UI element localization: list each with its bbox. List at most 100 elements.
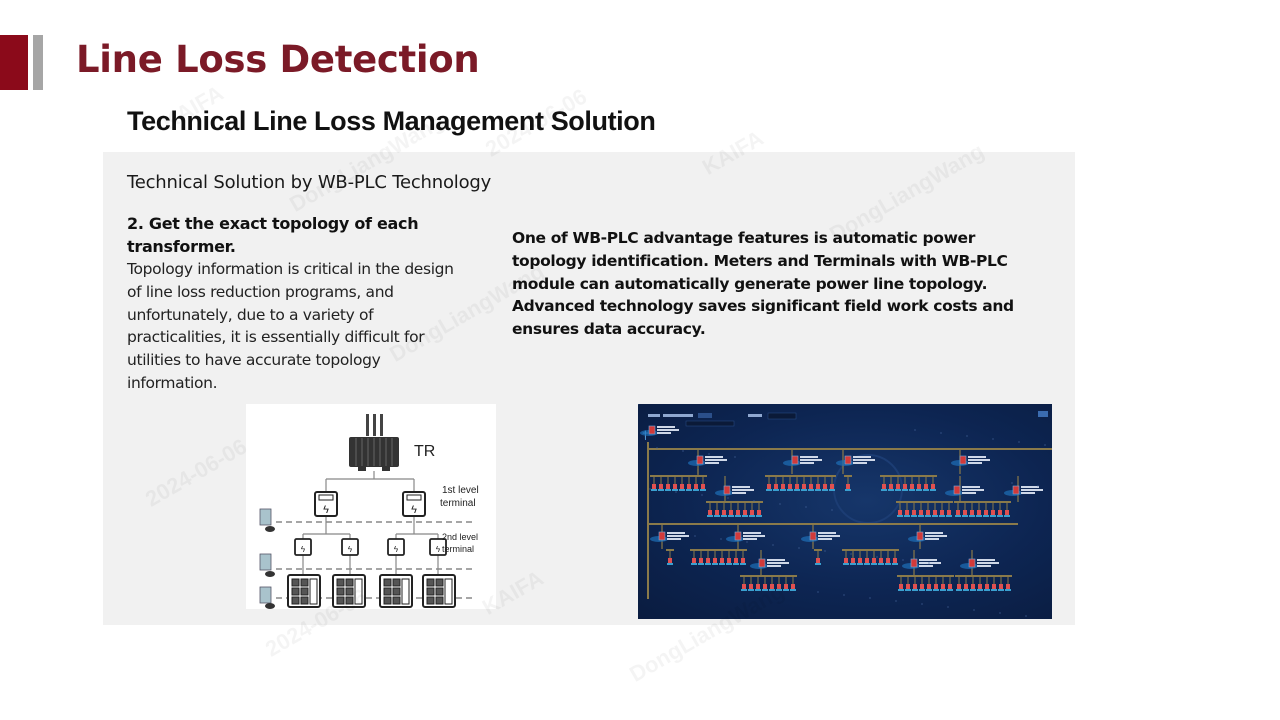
meter-base <box>829 489 835 491</box>
meter-base <box>714 515 720 517</box>
star-dot <box>694 535 696 537</box>
meter-icon <box>858 558 862 563</box>
meter-base <box>769 589 775 591</box>
meter-base <box>940 589 946 591</box>
meter-base <box>919 589 925 591</box>
meter-base <box>932 515 938 517</box>
star-dot <box>824 550 826 552</box>
node-label <box>667 535 689 537</box>
meter-base <box>845 489 851 491</box>
meter-icon <box>741 558 745 563</box>
star-dot <box>999 612 1001 614</box>
meter-base <box>977 589 983 591</box>
meter-icon <box>893 558 897 563</box>
meter-icon <box>910 484 914 489</box>
meter-base <box>672 489 678 491</box>
star-dot <box>727 497 729 499</box>
meter-base <box>923 489 929 491</box>
meter-base <box>963 589 969 591</box>
meter-icon <box>767 484 771 489</box>
meter-icon <box>757 510 761 515</box>
node-label <box>705 456 723 458</box>
star-dot <box>966 435 968 437</box>
star-dot <box>656 447 658 449</box>
meter-icon <box>919 510 923 515</box>
meter-icon <box>947 510 951 515</box>
level2-label-line1: 2nd level <box>442 532 478 542</box>
meter-icon <box>668 558 672 563</box>
meter-base <box>749 515 755 517</box>
meter-base <box>850 563 856 565</box>
meter-base <box>794 489 800 491</box>
meter-base <box>691 563 697 565</box>
terminal-node-icon <box>791 455 799 465</box>
meter-base <box>712 563 718 565</box>
star-dot <box>734 456 736 458</box>
star-dot <box>992 438 994 440</box>
meter-icon <box>879 558 883 563</box>
node-label <box>705 462 719 464</box>
meter-icon <box>734 558 738 563</box>
level2-terminal-icon: ϟ <box>341 538 359 556</box>
star-dot <box>746 541 748 543</box>
terminal-node-icon <box>658 531 666 541</box>
meter-base <box>733 563 739 565</box>
meter-icon <box>770 584 774 589</box>
meter-base <box>721 515 727 517</box>
meter-base <box>735 515 741 517</box>
star-dot <box>798 547 800 549</box>
level2-label-line2: terminal <box>442 544 474 554</box>
star-dot <box>701 494 703 496</box>
terminal-node-icon <box>1012 485 1020 495</box>
meter-icon <box>917 484 921 489</box>
level1-terminal-icon: ϟ <box>314 491 338 517</box>
meter-base <box>726 563 732 565</box>
meter-icon <box>777 584 781 589</box>
topology-diagram: TR <box>246 404 496 609</box>
point-body: Topology information is critical in the … <box>127 260 454 392</box>
node-label <box>732 486 750 488</box>
meter-icon <box>816 484 820 489</box>
transformer-label: TR <box>414 443 435 460</box>
meter-icon <box>742 584 746 589</box>
meter-base <box>651 489 657 491</box>
meter-base <box>742 515 748 517</box>
terminal-node-icon <box>723 485 731 495</box>
meter-base <box>658 489 664 491</box>
meter-base <box>911 515 917 517</box>
meter-base <box>904 515 910 517</box>
node-label <box>925 538 939 540</box>
meter-base <box>892 563 898 565</box>
meter-base <box>955 515 961 517</box>
meter-icon <box>692 558 696 563</box>
meter-icon <box>889 484 893 489</box>
meter-icon <box>927 584 931 589</box>
meter-icon <box>865 558 869 563</box>
meter-icon <box>978 584 982 589</box>
meter-icon <box>736 510 740 515</box>
node-label <box>767 562 789 564</box>
meter-base <box>990 515 996 517</box>
node-label <box>767 565 781 567</box>
meter-icon <box>750 510 754 515</box>
star-dot <box>902 559 904 561</box>
meter-base <box>912 589 918 591</box>
node-label <box>732 489 754 491</box>
meter-icon <box>926 510 930 515</box>
meter-icon <box>816 558 820 563</box>
node-label <box>818 532 836 534</box>
level1-label-line2: terminal <box>440 498 476 509</box>
meter-base <box>898 589 904 591</box>
meter-icon <box>666 484 670 489</box>
meter-icon <box>715 510 719 515</box>
meter-icon <box>957 584 961 589</box>
node-label <box>853 459 875 461</box>
terminal-node-icon <box>910 558 918 568</box>
meter-icon <box>933 510 937 515</box>
terminal-node-icon <box>844 455 852 465</box>
terminal-node-icon <box>916 531 924 541</box>
node-label <box>800 459 822 461</box>
node-label <box>732 492 746 494</box>
content-panel: Technical Solution by WB-PLC Technology … <box>103 152 1075 625</box>
meter-icon <box>699 558 703 563</box>
